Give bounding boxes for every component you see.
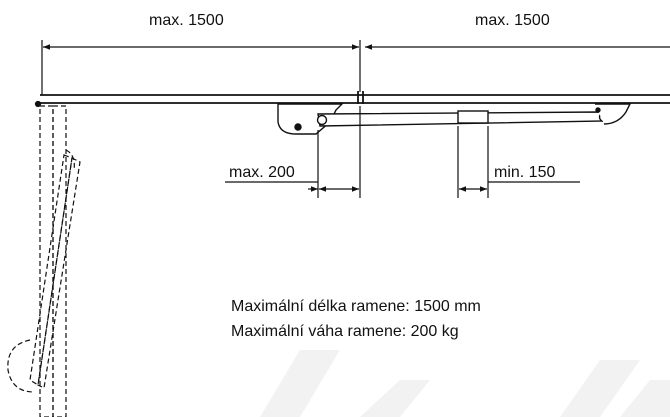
- dashed-post: [7, 105, 81, 417]
- barrier-arm: [34, 91, 670, 108]
- right-width-label: max. 1500: [475, 12, 550, 29]
- width-dimension: [41, 40, 670, 95]
- max-arm-length-note: Maximální délka ramene: 1500 mm: [231, 298, 481, 315]
- clearance-dimension: [457, 126, 580, 198]
- overhang-label: max. 200: [229, 164, 295, 181]
- clearance-label: min. 150: [494, 164, 556, 181]
- left-width-label: max. 1500: [149, 12, 224, 29]
- watermark-shape: [260, 350, 670, 417]
- max-arm-weight-note: Maximální váha ramene: 200 kg: [231, 323, 459, 340]
- overhang-dimension: [225, 106, 361, 198]
- support-mechanism: [277, 103, 632, 135]
